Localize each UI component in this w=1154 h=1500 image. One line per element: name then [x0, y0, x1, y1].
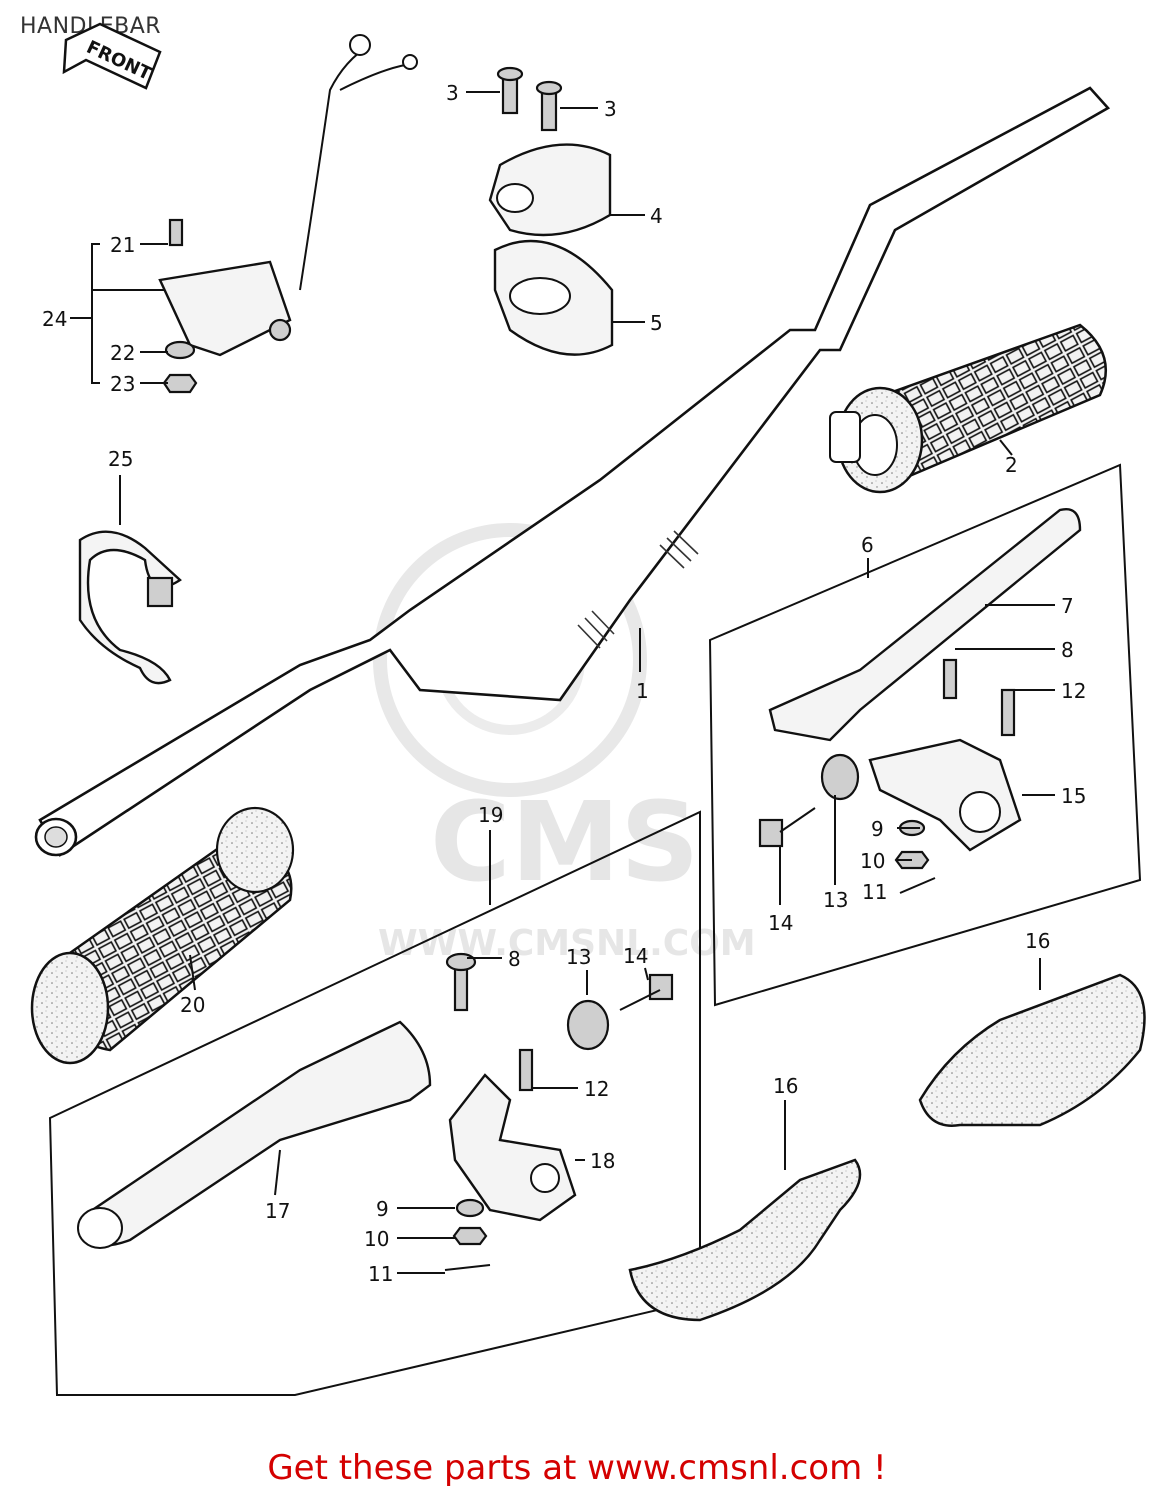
callout-15: 15: [1061, 784, 1086, 808]
watermark-brand: CMS: [430, 778, 699, 906]
callout-12: 12: [584, 1077, 609, 1101]
callout-20: 20: [180, 993, 205, 1017]
callout-7: 7: [1061, 594, 1074, 618]
callout-22: 22: [110, 341, 135, 365]
brake-lever-assembly-part-19: [48, 810, 701, 1396]
clutch-lever-assembly-part-6: [708, 463, 1142, 1007]
callout-16: 16: [773, 1074, 798, 1098]
callout-21: 21: [110, 233, 135, 257]
callout-18: 18: [590, 1149, 615, 1173]
callout-9: 9: [376, 1197, 389, 1221]
callout-labels: 1 2 3 3 4 5 6 7 8 8 9 9 10 10 11 11 12 1…: [42, 81, 1086, 1286]
callout-17: 17: [265, 1199, 290, 1223]
callout-14: 14: [768, 911, 793, 935]
footer-promo-link[interactable]: Get these parts at www.cmsnl.com !: [267, 1448, 887, 1488]
cable-strap-part-25: [78, 530, 182, 685]
callout-23: 23: [110, 372, 135, 396]
front-arrow-icon: FRONT: [62, 22, 162, 90]
callout-16: 16: [1025, 929, 1050, 953]
callout-10: 10: [860, 849, 885, 873]
callout-1: 1: [636, 679, 649, 703]
callout-9: 9: [871, 817, 884, 841]
callout-13: 13: [823, 888, 848, 912]
left-grip-part-20: [30, 806, 295, 1065]
handlebar-part-1: [34, 86, 1111, 857]
callout-5: 5: [650, 311, 663, 335]
handlebar-clamp-parts-3-4-5: [488, 66, 614, 356]
callout-24: 24: [42, 307, 67, 331]
callout-14: 14: [623, 944, 648, 968]
callout-11: 11: [368, 1262, 393, 1286]
callout-2: 2: [1005, 453, 1018, 477]
callout-11: 11: [862, 880, 887, 904]
callout-8: 8: [508, 947, 521, 971]
callout-12: 12: [1061, 679, 1086, 703]
watermark-url: WWW.CMSNL.COM: [378, 923, 756, 964]
callout-19: 19: [478, 803, 503, 827]
callout-3: 3: [604, 97, 617, 121]
callout-3: 3: [446, 81, 459, 105]
callout-4: 4: [650, 204, 663, 228]
callout-25: 25: [108, 447, 133, 471]
lever-covers-part-16: [628, 973, 1146, 1322]
callout-13: 13: [566, 945, 591, 969]
right-throttle-grip-part-2: [829, 323, 1108, 494]
callout-10: 10: [364, 1227, 389, 1251]
kill-switch-assembly-part-24: [158, 34, 418, 394]
leader-lines: [70, 91, 1055, 1274]
callout-8: 8: [1061, 638, 1074, 662]
callout-6: 6: [861, 533, 874, 557]
